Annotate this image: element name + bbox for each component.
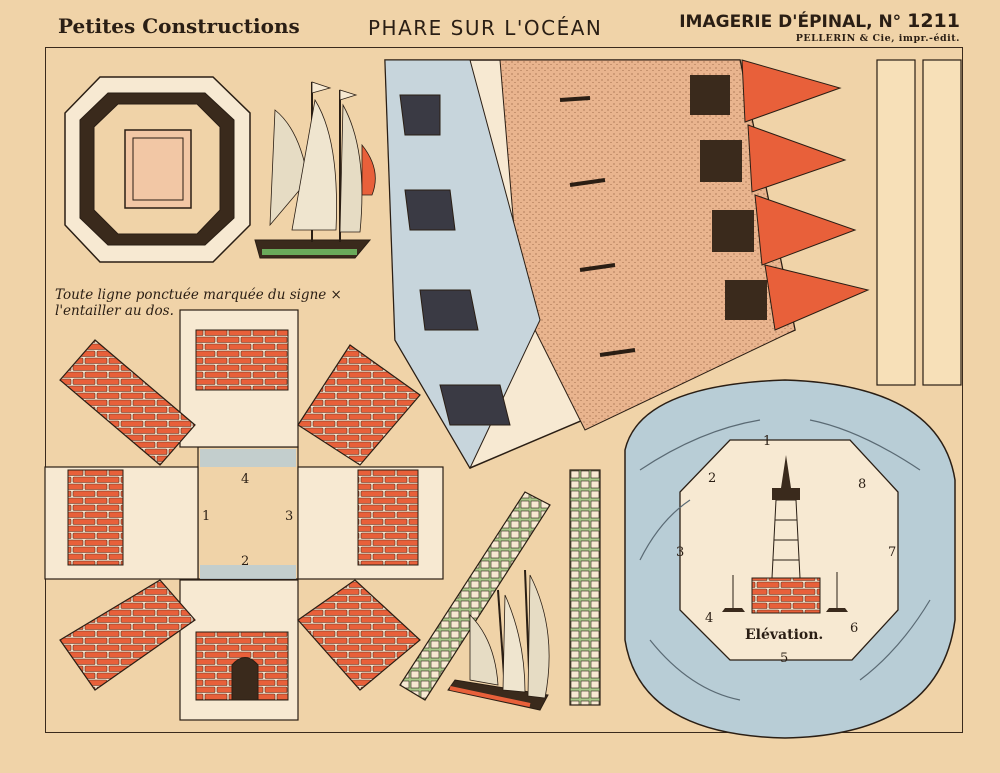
- ring-label-4: 4: [705, 611, 713, 626]
- sheet-number: 1211: [907, 10, 960, 32]
- publisher-block: IMAGERIE D'ÉPINAL, N° 1211 PELLERIN & Ci…: [679, 10, 960, 44]
- publisher-title: IMAGERIE D'ÉPINAL, N°: [679, 12, 902, 32]
- ring-label-5: 5: [780, 651, 788, 666]
- instructions: Toute ligne ponctuée marquée du signe × …: [55, 287, 342, 319]
- ring-label-1: 1: [763, 434, 771, 449]
- sheet-title: PHARE SUR L'OCÉAN: [368, 16, 603, 40]
- series-title: Petites Constructions: [58, 14, 300, 38]
- connector-strips: [876, 59, 962, 386]
- sailing-ship-large: [254, 81, 376, 259]
- brick-base-net: 4 2 1 3: [44, 309, 444, 721]
- ring-label-8: 8: [858, 477, 866, 492]
- instructions-line-1: Toute ligne ponctuée marquée du signe ×: [55, 287, 342, 303]
- base-label-3: 3: [285, 509, 293, 524]
- ring-label-7: 7: [888, 545, 896, 560]
- publisher-subtitle: PELLERIN & Cie, impr.-édit.: [795, 33, 960, 44]
- base-label-1: 1: [202, 509, 210, 524]
- sheet-frame: [45, 47, 963, 733]
- ladder-strips: [399, 469, 601, 706]
- ring-label-2: 2: [708, 471, 716, 486]
- tower-wall-fan: [384, 59, 870, 470]
- elevation-label: Elévation.: [745, 627, 824, 643]
- lighthouse-elevation: [722, 455, 848, 614]
- header: Petites Constructions PHARE SUR L'OCÉAN …: [0, 0, 1000, 48]
- base-label-2: 2: [241, 554, 249, 569]
- instructions-line-2: l'entailler au dos.: [55, 303, 174, 319]
- octagon-platform: [64, 76, 251, 263]
- ring-label-6: 6: [850, 621, 858, 636]
- sailing-ship-small: [447, 569, 550, 711]
- base-label-4: 4: [241, 472, 249, 487]
- ring-label-3: 3: [676, 545, 684, 560]
